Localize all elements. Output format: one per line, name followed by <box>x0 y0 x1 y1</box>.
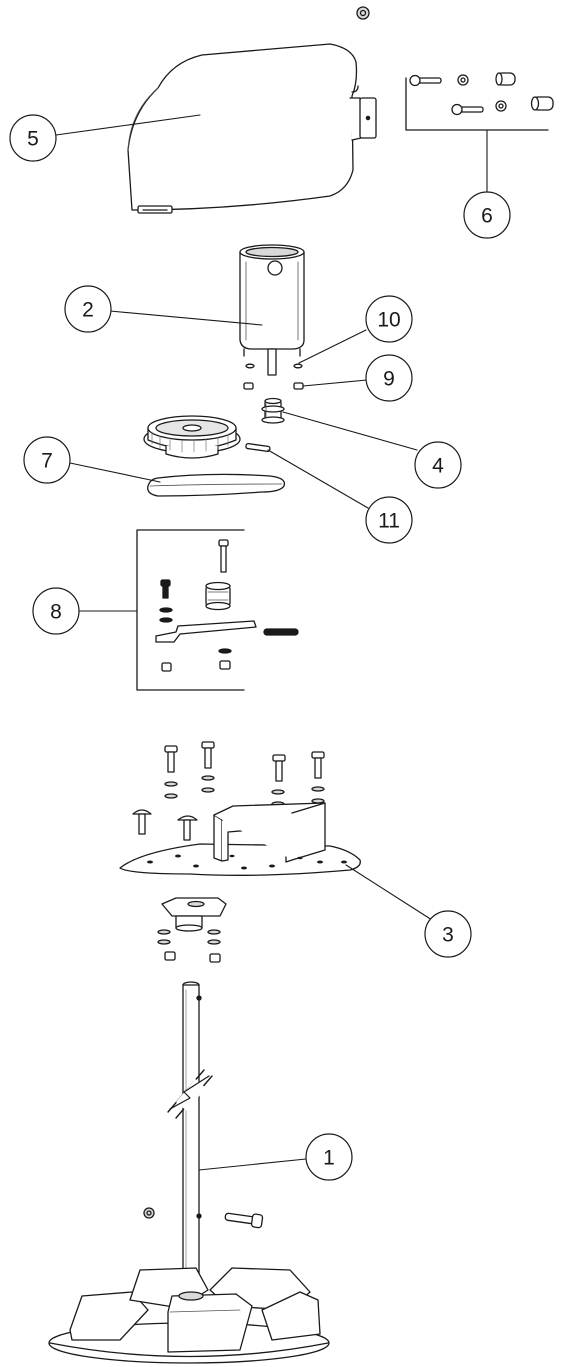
driven-pulley-part <box>143 415 241 459</box>
callout-6-circle <box>463 191 511 239</box>
callout-1-label: 1 <box>323 1147 335 1170</box>
callout-2-circle <box>64 285 112 333</box>
top-washer-part <box>356 6 370 20</box>
callout-1-circle <box>305 1133 353 1181</box>
drive-belt-part <box>147 473 286 497</box>
motor-pulley-part <box>261 397 285 424</box>
cover-hardware-kit-part <box>405 72 554 131</box>
callout-7-label: 7 <box>41 450 53 473</box>
leader-line-7 <box>69 462 161 483</box>
leader-line-1 <box>198 1158 307 1171</box>
tensioner-kit-part <box>136 529 299 691</box>
key-part <box>245 442 271 453</box>
leader-lines <box>55 114 488 1171</box>
callout-11-label: 11 <box>378 510 400 533</box>
callout-2-label: 2 <box>82 299 94 322</box>
callout-3-label: 3 <box>442 924 454 947</box>
callout-11-circle <box>365 496 413 544</box>
callout-9-label: 9 <box>383 368 395 391</box>
motor-part <box>239 244 305 376</box>
leader-line-4 <box>282 411 418 451</box>
callout-8-circle <box>32 587 80 635</box>
leader-line-2 <box>109 310 263 326</box>
callout-10-label: 10 <box>377 309 400 332</box>
mounting-plate-part <box>119 741 361 963</box>
callout-circles <box>9 114 511 1181</box>
callout-7-circle <box>23 436 71 484</box>
callout-5-circle <box>9 114 57 162</box>
callout-6-label: 6 <box>481 205 493 228</box>
callout-3-circle <box>424 910 472 958</box>
motor-cover-part <box>127 43 377 214</box>
washer-part <box>245 363 303 369</box>
leader-line-3 <box>345 864 433 921</box>
leader-line-5 <box>55 114 201 136</box>
callout-8-label: 8 <box>50 601 62 624</box>
callout-4-label: 4 <box>432 455 444 478</box>
shaft-pole-part <box>143 981 264 1319</box>
callout-10-circle <box>365 295 413 343</box>
leader-line-11 <box>267 449 369 509</box>
callout-4-circle <box>414 441 462 489</box>
callout-9-circle <box>365 354 413 402</box>
leader-line-9 <box>302 379 368 387</box>
spacer-part <box>243 382 304 390</box>
leader-line-10 <box>298 329 367 364</box>
callout-5-label: 5 <box>27 128 39 151</box>
base-stand-part <box>48 1267 330 1364</box>
